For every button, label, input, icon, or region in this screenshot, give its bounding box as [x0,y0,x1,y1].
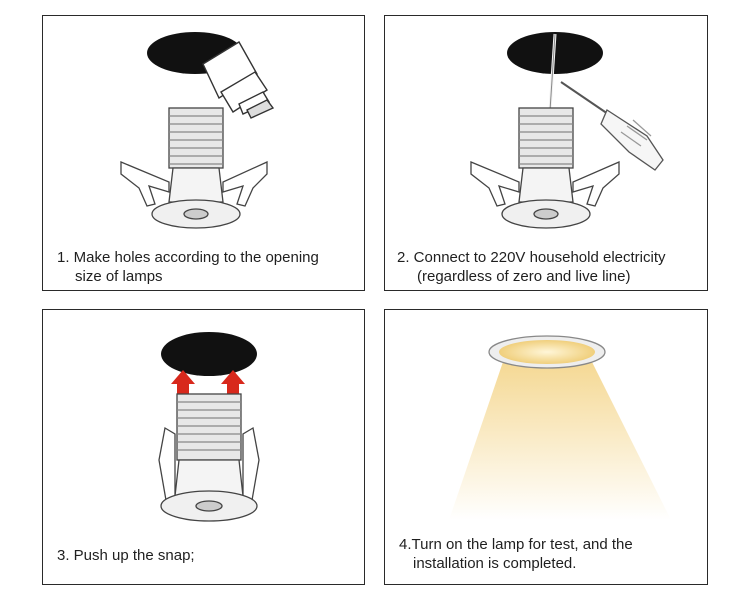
step-4-panel: 4.Turn on the lamp for test, and the ins… [384,309,708,585]
step-1-caption-line1: 1. Make holes according to the opening [57,249,319,266]
step-3-illustration [158,332,260,522]
step-2-caption: 2. Connect to 220V household electricity… [397,248,666,286]
step-4-caption-line2: installation is completed. [413,555,577,572]
step-2-caption-line1: 2. Connect to 220V household electricity [397,249,666,266]
step-3-caption: 3. Push up the snap; [57,546,195,565]
light-beam [449,356,671,520]
hole-saw-icon [202,41,275,119]
screwdriver-icon [560,81,664,171]
downlight-lamp [470,107,620,229]
step-4-caption: 4.Turn on the lamp for test, and the ins… [399,535,633,573]
step-3-panel: 3. Push up the snap; [42,309,365,585]
step-1-caption: 1. Make holes according to the opening s… [57,248,319,286]
step-2-illustration [470,32,664,229]
step-2-panel: 2. Connect to 220V household electricity… [384,15,708,291]
step-4-illustration [449,335,671,520]
step-4-caption-line1: 4.Turn on the lamp for test, and the [399,536,633,553]
ceiling-hole [161,332,257,376]
step-3-caption-line1: 3. Push up the snap; [57,547,195,564]
step-1-panel: 1. Make holes according to the opening s… [42,15,365,291]
step-1-illustration [120,32,275,229]
downlight-lamp [120,107,268,229]
step-1-caption-line2: size of lamps [75,268,163,285]
downlight-lamp [158,393,260,522]
lit-lamp-face [499,340,595,364]
step-2-caption-line2: (regardless of zero and live line) [417,268,631,285]
